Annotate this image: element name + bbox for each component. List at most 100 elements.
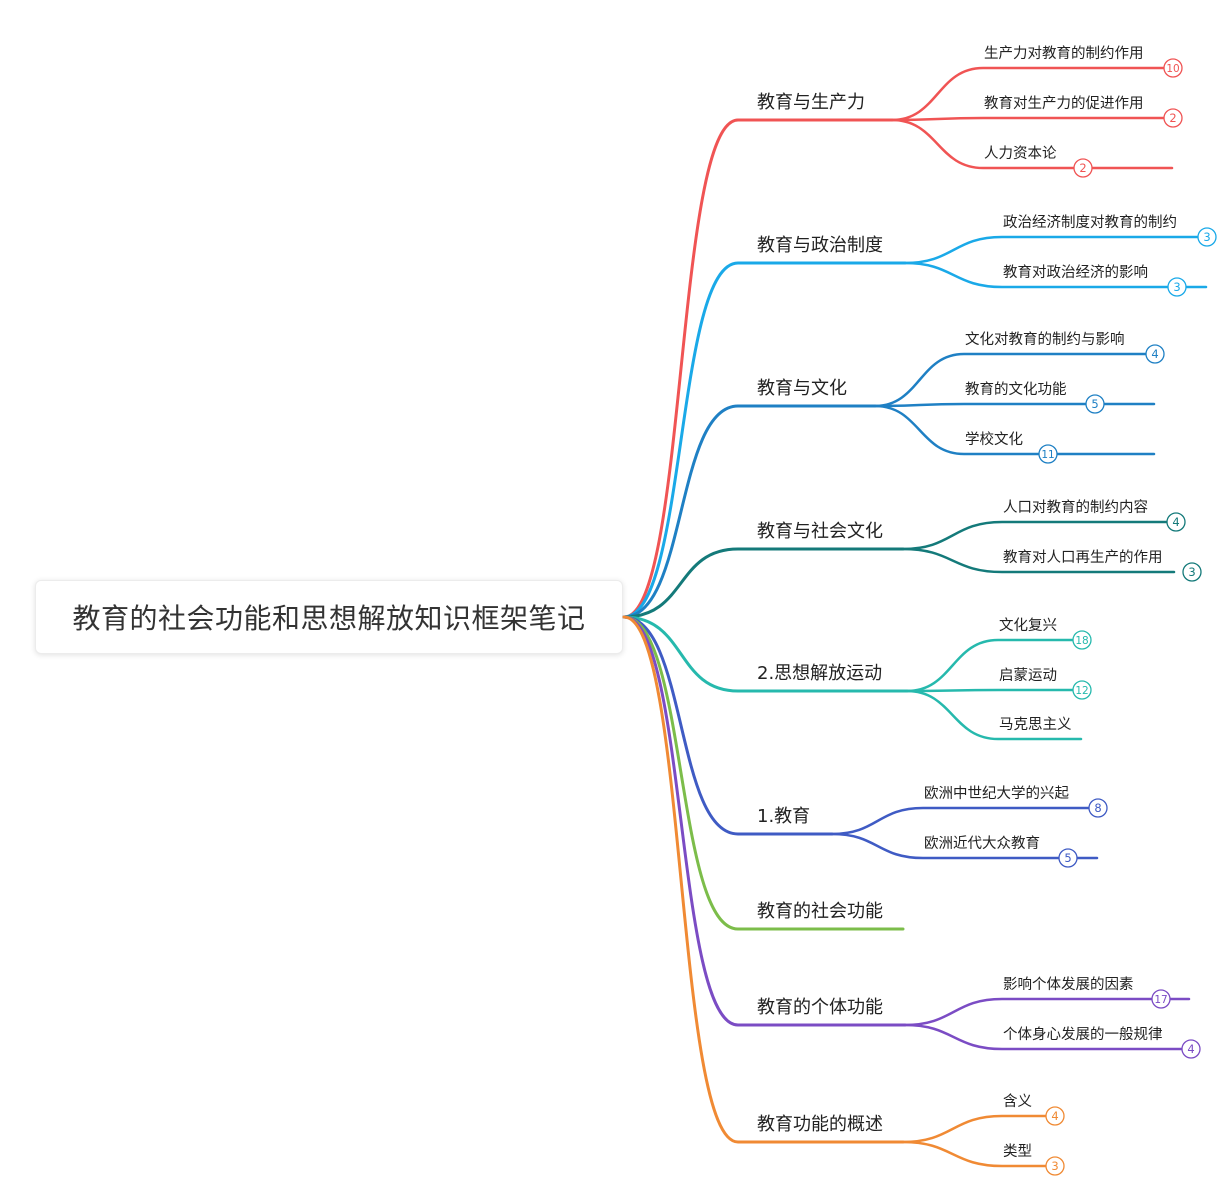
child-connector	[901, 1140, 1056, 1168]
child-label[interactable]: 启蒙运动	[999, 667, 1057, 684]
branch-label[interactable]: 2.思想解放运动	[757, 663, 882, 684]
count-badge[interactable]: 8	[1088, 798, 1108, 818]
child-label[interactable]: 马克思主义	[999, 716, 1072, 733]
count-badge[interactable]: 4	[1045, 1106, 1065, 1126]
count-badge-value: 4	[1051, 1109, 1058, 1123]
branch-connector	[622, 118, 894, 619]
count-badge[interactable]: 4	[1181, 1039, 1201, 1059]
count-badge[interactable]: 5	[1058, 848, 1078, 868]
branch-4: 教育与社会文化 人口对教育的制约内容 4 教育对人口再生产的作用 3	[622, 499, 1202, 619]
branch-label[interactable]: 教育功能的概述	[757, 1114, 883, 1135]
count-badge-value: 2	[1169, 111, 1176, 125]
count-badge[interactable]: 11	[1038, 444, 1058, 464]
count-badge[interactable]: 3	[1197, 227, 1217, 247]
count-badge[interactable]: 12	[1072, 680, 1092, 700]
branch-connector	[622, 547, 905, 619]
child-label[interactable]: 含义	[1003, 1093, 1032, 1110]
count-badge[interactable]: 17	[1151, 989, 1171, 1009]
count-badge-circle	[1166, 512, 1186, 532]
count-badge[interactable]: 3	[1182, 562, 1202, 582]
count-badge-circle	[1038, 444, 1058, 464]
child-label[interactable]: 人口对教育的制约内容	[1003, 499, 1148, 516]
count-badge-circle	[1167, 277, 1187, 297]
branch-connector	[622, 615, 905, 931]
child-connector	[901, 520, 1176, 551]
count-badge[interactable]: 4	[1166, 512, 1186, 532]
count-badge-value: 4	[1151, 347, 1158, 361]
count-badge[interactable]: 3	[1167, 277, 1187, 297]
count-badge-value: 3	[1173, 280, 1180, 294]
count-badge-circle	[1151, 989, 1171, 1009]
child-connector	[830, 832, 1099, 860]
count-badge[interactable]: 2	[1163, 108, 1183, 128]
child-connector	[890, 118, 1174, 170]
count-badge-circle	[1072, 680, 1092, 700]
child-connector	[873, 352, 1156, 408]
branch-label[interactable]: 教育的社会功能	[757, 901, 883, 922]
child-connector	[905, 689, 1083, 741]
branch-5: 2.思想解放运动 文化复兴 18 启蒙运动 12 马克思主义	[622, 615, 1092, 741]
count-badge[interactable]: 4	[1145, 344, 1165, 364]
branch-7: 教育的社会功能	[622, 615, 905, 931]
child-label[interactable]: 影响个体发展的因素	[1003, 976, 1134, 993]
root-label: 教育的社会功能和思想解放知识框架笔记	[72, 602, 586, 635]
root-node[interactable]	[35, 580, 623, 654]
child-label[interactable]: 教育对人口再生产的作用	[1003, 549, 1163, 566]
child-connector	[890, 66, 1174, 122]
child-label[interactable]: 文化复兴	[999, 616, 1057, 634]
count-badge[interactable]: 5	[1085, 394, 1105, 414]
branch-label[interactable]: 教育与文化	[757, 378, 847, 399]
child-label[interactable]: 政治经济制度对教育的制约	[1003, 214, 1177, 231]
branch-label[interactable]: 教育的个体功能	[757, 997, 883, 1018]
count-badge-circle	[1058, 848, 1078, 868]
count-badge-value: 4	[1172, 515, 1179, 529]
child-label[interactable]: 文化对教育的制约与影响	[965, 331, 1125, 348]
count-badge[interactable]: 2	[1073, 158, 1093, 178]
child-connector	[903, 261, 1208, 289]
count-badge-value: 12	[1075, 685, 1088, 697]
child-label[interactable]: 人力资本论	[984, 145, 1057, 162]
child-label[interactable]: 类型	[1003, 1143, 1032, 1160]
child-connector	[903, 235, 1208, 265]
count-badge-circle	[1073, 158, 1093, 178]
count-badge[interactable]: 18	[1072, 630, 1092, 650]
branch-2: 教育与政治制度 政治经济制度对教育的制约 3 教育对政治经济的影响 3	[622, 214, 1217, 619]
child-label[interactable]: 学校文化	[965, 431, 1023, 448]
child-label[interactable]: 欧洲中世纪大学的兴起	[924, 785, 1069, 802]
branch-label[interactable]: 1.教育	[757, 806, 810, 827]
count-badge[interactable]: 10	[1163, 58, 1183, 78]
count-badge-value: 5	[1064, 851, 1071, 865]
child-connector	[830, 806, 1099, 836]
count-badge-circle	[1163, 58, 1183, 78]
child-label[interactable]: 生产力对教育的制约作用	[984, 45, 1144, 62]
count-badge-circle	[1085, 394, 1105, 414]
count-badge-value: 3	[1203, 230, 1210, 244]
child-connector	[905, 688, 1083, 693]
count-badge-circle	[1182, 562, 1202, 582]
count-badge[interactable]: 3	[1045, 1156, 1065, 1176]
branch-label[interactable]: 教育与政治制度	[757, 235, 883, 256]
count-badge-value: 3	[1188, 565, 1195, 579]
child-label[interactable]: 个体身心发展的一般规律	[1003, 1026, 1163, 1043]
branch-label[interactable]: 教育与生产力	[757, 92, 865, 113]
child-connector	[901, 547, 1176, 574]
count-badge-value: 2	[1079, 161, 1086, 175]
branch-connector	[622, 615, 907, 1027]
count-badge-value: 5	[1091, 397, 1098, 411]
child-label[interactable]: 欧洲近代大众教育	[924, 835, 1040, 852]
count-badge-circle	[1145, 344, 1165, 364]
branch-connector	[622, 261, 907, 619]
child-label[interactable]: 教育对政治经济的影响	[1003, 264, 1148, 281]
child-label[interactable]: 教育对生产力的促进作用	[984, 95, 1144, 112]
branch-8: 教育的个体功能 影响个体发展的因素 17 个体身心发展的一般规律 4	[622, 615, 1201, 1059]
count-badge-value: 8	[1094, 801, 1101, 815]
branch-3: 教育与文化 文化对教育的制约与影响 4 教育的文化功能 5 学校文化 11	[622, 331, 1165, 619]
child-connector	[873, 402, 1156, 408]
count-badge-circle	[1088, 798, 1108, 818]
child-label[interactable]: 教育的文化功能	[965, 381, 1067, 398]
branch-connector	[622, 615, 834, 836]
branch-label[interactable]: 教育与社会文化	[757, 521, 883, 542]
child-connector	[905, 638, 1083, 693]
count-badge-circle	[1181, 1039, 1201, 1059]
